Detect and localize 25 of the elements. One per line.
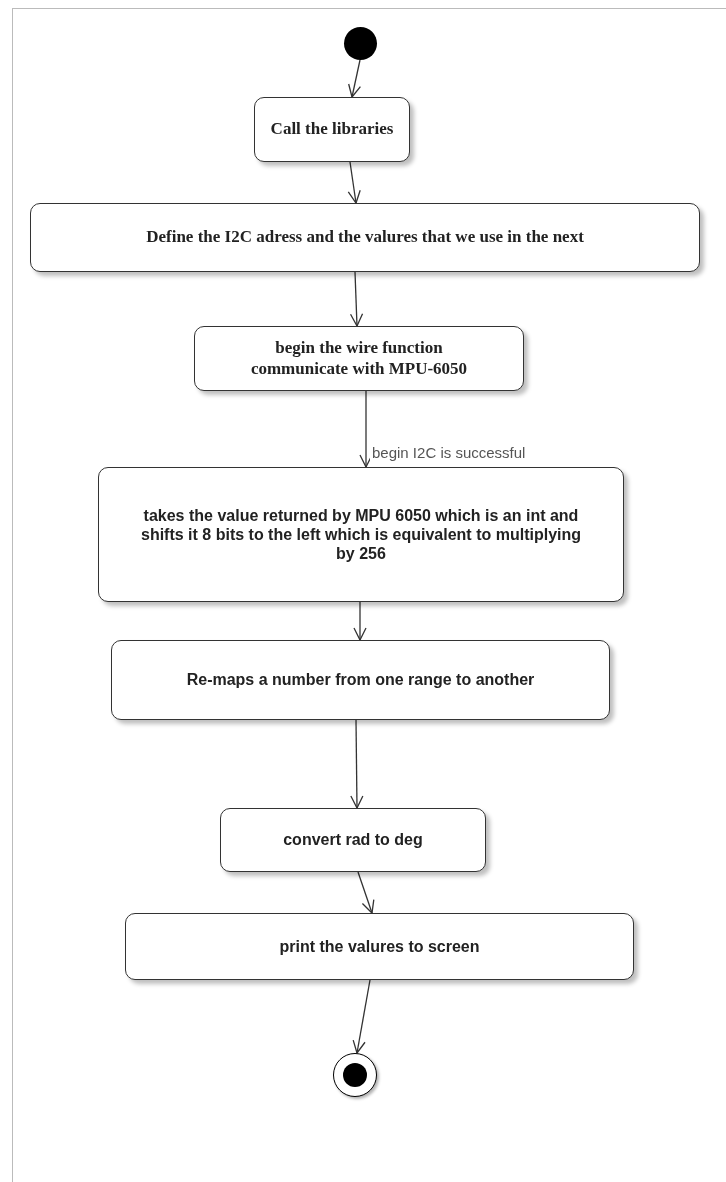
activity-box (254, 97, 410, 162)
activity-box (98, 467, 624, 602)
arrow (347, 161, 361, 204)
arrow (353, 601, 367, 641)
activity-label: print the valures to screen (279, 936, 480, 957)
arrow (352, 979, 371, 1054)
activity-label: convert rad to deg (283, 830, 423, 850)
activity-box (194, 326, 524, 391)
arrow (349, 271, 364, 327)
arrow (350, 719, 364, 809)
edge-label: begin I2C is successful (370, 444, 528, 461)
end-node (333, 1053, 377, 1097)
start-node (344, 27, 377, 60)
arrow (348, 59, 362, 98)
arrow (357, 871, 375, 914)
activity-box (111, 640, 610, 720)
activity-label: Call the libraries (270, 119, 394, 140)
activity-label: Define the I2C adress and the valures that we use in the next (146, 227, 584, 248)
activity-label: takes the value returned by MPU 6050 which is an int and shifts it 8 bits to the left which is equivalent to multiplying by 256 (140, 505, 582, 564)
activity-box (30, 203, 700, 272)
activity-box (125, 913, 634, 980)
activity-label: Re-maps a number from one range to another (186, 670, 535, 690)
arrow (359, 390, 373, 468)
activity-label: begin the wire function communicate with MPU-6050 (249, 338, 469, 379)
activity-box (220, 808, 486, 872)
